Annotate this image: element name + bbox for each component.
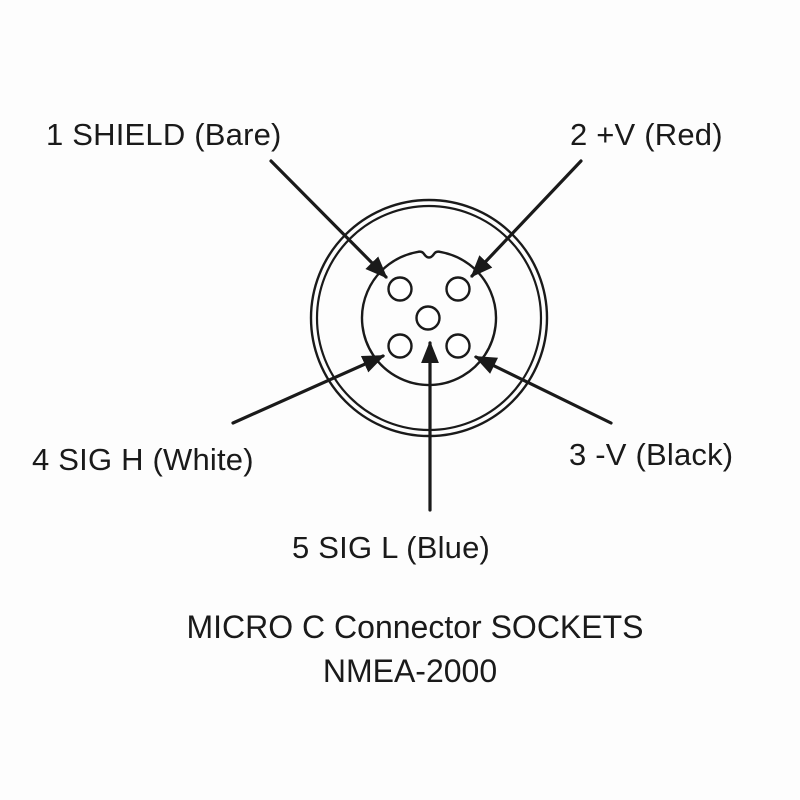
pin-3-label: 3 -V (Black) xyxy=(569,437,734,472)
pin-3-socket xyxy=(445,333,471,359)
arrow-pin-1 xyxy=(269,159,388,279)
pin-4-label: 4 SIG H (White) xyxy=(32,442,254,477)
pin-5-label: 5 SIG L (Blue) xyxy=(292,530,491,565)
pins xyxy=(387,276,471,359)
leader-arrows xyxy=(231,159,613,512)
diagram-title: MICRO C Connector SOCKETS xyxy=(186,609,644,645)
arrow-pin-3 xyxy=(473,355,613,425)
arrow-pin-2 xyxy=(470,159,583,278)
pin-2-socket xyxy=(445,276,471,302)
pin-5-socket xyxy=(415,305,441,331)
arrow-pin-4 xyxy=(231,354,386,425)
pin-4-socket xyxy=(387,333,413,359)
pin-1-socket xyxy=(387,276,413,302)
pin-1-label: 1 SHIELD (Bare) xyxy=(46,117,282,152)
pin-2-label: 2 +V (Red) xyxy=(570,117,723,152)
diagram-subtitle: NMEA-2000 xyxy=(322,653,498,689)
socket-face xyxy=(360,250,498,387)
